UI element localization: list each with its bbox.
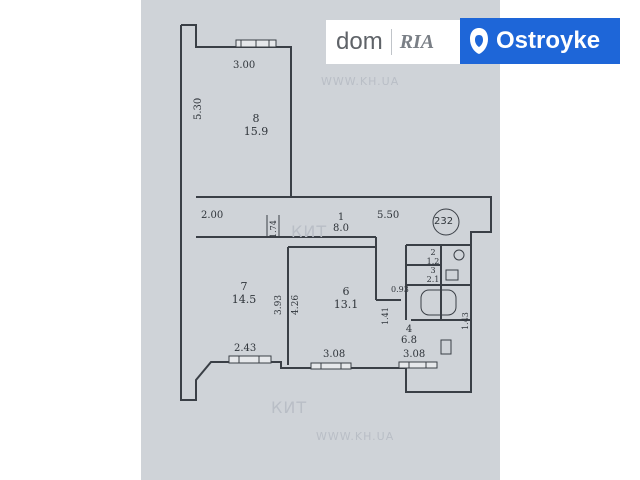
room-4-label: 4 6.8 <box>397 324 421 346</box>
room-6-area: 13.1 <box>333 298 359 311</box>
room-6-label: 6 13.1 <box>331 285 361 311</box>
logo-divider <box>390 29 392 55</box>
dimension-top-width: 3.00 <box>233 60 256 71</box>
watermark-kit-top: КИТ <box>291 222 328 241</box>
room-2-area: 1.2 <box>426 257 440 266</box>
dimension-kitchen-width: 3.08 <box>403 349 426 360</box>
room-3-area: 2.1 <box>426 275 440 284</box>
floor-plan-sheet: 8 15.9 1 8.0 7 14.5 6 13.1 4 6.8 2 1.2 3… <box>141 0 500 480</box>
dimension-door-width: 1.74 <box>269 220 278 238</box>
room-2-label: 2 1.2 <box>423 248 443 266</box>
room-4-number: 4 <box>405 324 413 335</box>
watermark-url-top: WWW.KH.UA <box>321 75 400 88</box>
ria-logo-text: RIA <box>399 30 435 53</box>
plan-stamp: 232 <box>434 216 454 227</box>
room-8-number: 8 <box>252 112 260 125</box>
dimension-hall-niche: 0.93 <box>391 285 409 294</box>
room-7-area: 14.5 <box>231 293 257 306</box>
room-4-area: 6.8 <box>401 335 417 346</box>
watermark-url-bottom: WWW.KH.UA <box>316 430 395 443</box>
room-8-area: 15.9 <box>243 125 269 138</box>
domria-logo: dom RIA <box>326 20 474 64</box>
dimension-room6-height: 4.26 <box>291 294 301 315</box>
dimension-left-height: 5.30 <box>193 97 204 120</box>
room-1-label: 1 8.0 <box>331 212 351 234</box>
ostroyke-logo: Ostroyke <box>460 18 620 64</box>
room-7-label: 7 14.5 <box>229 280 259 306</box>
dimension-room7-height: 3.93 <box>274 294 284 315</box>
room-1-area: 8.0 <box>333 223 349 234</box>
dimension-kitchen-depth: 1.41 <box>381 307 390 325</box>
room-7-number: 7 <box>240 280 248 293</box>
floor-plan-drawing <box>180 24 492 401</box>
dimension-room6-width: 3.08 <box>323 349 346 360</box>
room-3-label: 3 2.1 <box>423 266 443 284</box>
dimension-room7-width: 2.43 <box>234 343 257 354</box>
room-2-number: 2 <box>430 248 436 257</box>
room-8-label: 8 15.9 <box>241 112 271 138</box>
dom-logo-text: dom <box>336 28 383 55</box>
dimension-kitchen-side: 1.43 <box>461 312 470 330</box>
room-1-number: 1 <box>337 212 345 223</box>
room-6-number: 6 <box>342 285 350 298</box>
room-3-number: 3 <box>430 266 436 275</box>
watermark-kit-bottom: КИТ <box>271 398 308 417</box>
ostroyke-mark-icon <box>470 28 488 54</box>
dimension-hall-left: 2.00 <box>201 210 224 221</box>
ostroyke-logo-text: Ostroyke <box>496 27 601 54</box>
dimension-hall-right: 5.50 <box>377 210 400 221</box>
